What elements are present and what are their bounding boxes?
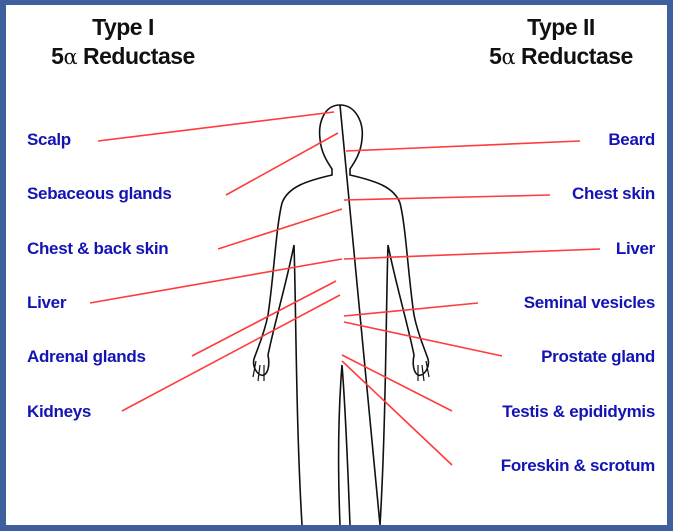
leader-kidneys [122,295,340,411]
type2-site-beard: Beard [608,130,655,150]
type1-site-chest-back-skin: Chest & back skin [27,239,168,259]
type2-site-testis-epididymis: Testis & epididymis [502,402,655,422]
type1-site-liver: Liver [27,293,66,313]
leader-liver-2 [344,249,600,259]
leader-scalp [98,112,334,141]
type1-site-sebaceous-glands: Sebaceous glands [27,184,171,204]
leader-foreskin [342,361,452,465]
diagram-panel: Type I 5α Reductase Type II 5α Reductase… [6,5,667,525]
leader-liver-1 [90,259,342,303]
type2-site-liver: Liver [616,239,655,259]
type1-site-scalp: Scalp [27,130,71,150]
leader-sebaceous [226,133,338,195]
body-outline [254,105,429,525]
leader-chest-skin [344,195,550,200]
type2-site-seminal-vesicles: Seminal vesicles [524,293,655,313]
type2-site-foreskin-scrotum: Foreskin & scrotum [501,456,655,476]
type2-site-prostate-gland: Prostate gland [541,347,655,367]
leader-testis [342,355,452,411]
right-hand [418,361,429,381]
type1-site-adrenal-glands: Adrenal glands [27,347,146,367]
leader-prostate [344,322,502,356]
leader-seminal [344,303,478,316]
leader-adrenal [192,281,336,356]
body-diagram [6,5,667,525]
left-hand [253,361,264,381]
leader-beard [346,141,580,151]
type1-site-kidneys: Kidneys [27,402,91,422]
type2-site-chest-skin: Chest skin [572,184,655,204]
